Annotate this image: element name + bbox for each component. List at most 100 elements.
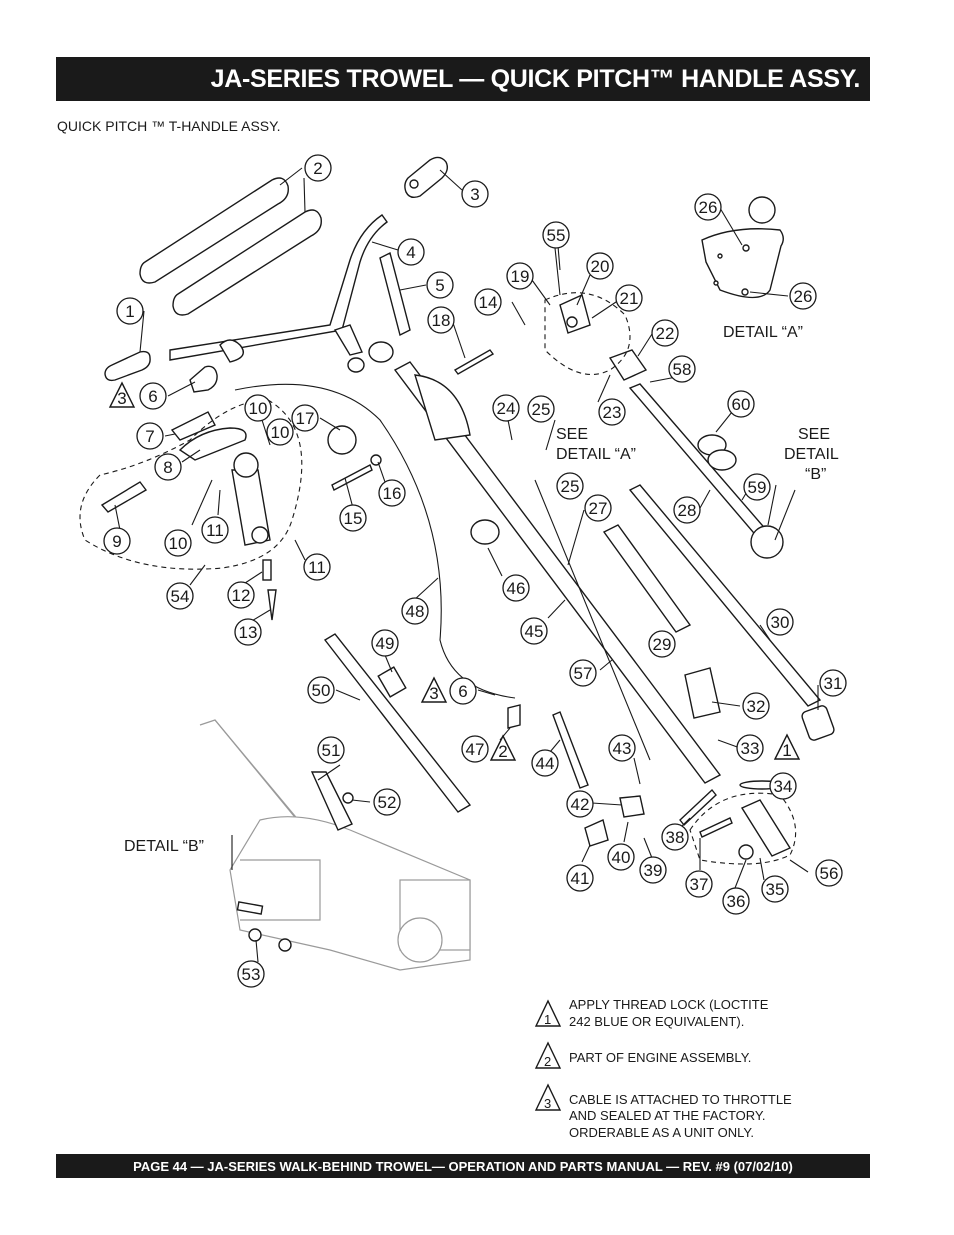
callout-47: 47 xyxy=(461,735,489,763)
callout-circle xyxy=(234,618,262,646)
callout-43: 43 xyxy=(608,734,636,762)
callout-51: 51 xyxy=(317,736,345,764)
note-2: 2 PART OF ENGINE ASSEMBLY. xyxy=(534,1041,751,1069)
callout-number: 55 xyxy=(547,226,566,245)
callout-circle xyxy=(722,887,750,915)
callout-circle xyxy=(766,608,794,636)
see-detail-a-line1: SEE xyxy=(556,426,588,443)
note-1-number: 1 xyxy=(544,1012,551,1027)
callout-59: 59 xyxy=(743,473,771,501)
callout-number: 25 xyxy=(561,477,580,496)
callout-37: 37 xyxy=(685,870,713,898)
callout-circle xyxy=(291,404,319,432)
callout-36: 36 xyxy=(722,887,750,915)
callout-circle xyxy=(227,581,255,609)
callout-number: 7 xyxy=(145,427,154,446)
callout-number: 20 xyxy=(591,257,610,276)
callout-number: 23 xyxy=(603,403,622,422)
callout-circle xyxy=(566,790,594,818)
leader-lines xyxy=(114,167,819,963)
note-3-line1: CABLE IS ATTACHED TO THROTTLE xyxy=(569,1092,792,1107)
callout-number: 45 xyxy=(525,622,544,641)
detail-a-label: DETAIL “A” xyxy=(723,324,803,341)
callout-number: 9 xyxy=(112,532,121,551)
callout-circle xyxy=(566,864,594,892)
callout-26: 26 xyxy=(789,282,817,310)
callout-number: 18 xyxy=(432,311,451,330)
callout-number: 54 xyxy=(171,587,190,606)
page-title-bar: JA-SERIES TROWEL — QUICK PITCH™ HANDLE A… xyxy=(56,57,870,101)
callout-number: 1 xyxy=(125,302,134,321)
callout-9: 9 xyxy=(103,527,131,555)
callout-circle xyxy=(736,734,764,762)
callout-circle xyxy=(531,749,559,777)
part-drawings xyxy=(100,156,835,971)
dashed-boundaries xyxy=(79,292,797,865)
see-detail-b-line1: SEE xyxy=(798,426,830,443)
callout-circle xyxy=(668,355,696,383)
callout-42: 42 xyxy=(566,790,594,818)
callout-32: 32 xyxy=(742,692,770,720)
note-3-number: 3 xyxy=(544,1096,551,1111)
callout-40: 40 xyxy=(607,843,635,871)
note-flag-triangle xyxy=(420,676,448,703)
callout-number: 19 xyxy=(511,267,530,286)
callout-number: 10 xyxy=(271,423,290,442)
callout-1: 1 xyxy=(116,297,144,325)
callout-circle xyxy=(339,504,367,532)
note-flag-2: 2 xyxy=(489,734,517,761)
note-3: 3 CABLE IS ATTACHED TO THROTTLE AND SEAL… xyxy=(534,1083,792,1140)
callout-27: 27 xyxy=(584,494,612,522)
callout-circle xyxy=(103,527,131,555)
callout-circle xyxy=(789,282,817,310)
callout-23: 23 xyxy=(598,398,626,426)
callout-16: 16 xyxy=(378,479,406,507)
callout-number: 56 xyxy=(820,864,839,883)
callout-number: 31 xyxy=(824,674,843,693)
note-flag-number: 2 xyxy=(498,742,507,761)
callout-group: 1234567891010101111121314151617181920212… xyxy=(103,154,847,988)
note-flag-number: 1 xyxy=(782,741,791,760)
note-2-line1: PART OF ENGINE ASSEMBLY. xyxy=(569,1050,751,1065)
callout-20: 20 xyxy=(586,252,614,280)
callout-circle xyxy=(373,788,401,816)
callout-39: 39 xyxy=(639,856,667,884)
see-detail-a-line2: DETAIL “A” xyxy=(556,446,636,463)
callout-number: 13 xyxy=(239,623,258,642)
callout-18: 18 xyxy=(427,306,455,334)
callout-48: 48 xyxy=(401,597,429,625)
callout-5: 5 xyxy=(426,271,454,299)
callout-circle xyxy=(743,473,771,501)
callout-11: 11 xyxy=(201,516,229,544)
detail-b-label: DETAIL “B” xyxy=(124,838,204,855)
callout-50: 50 xyxy=(307,676,335,704)
callout-circle xyxy=(527,395,555,423)
note-2-number: 2 xyxy=(544,1054,551,1069)
callout-number: 16 xyxy=(383,484,402,503)
callout-number: 47 xyxy=(466,740,485,759)
callout-circle xyxy=(426,271,454,299)
callout-25: 25 xyxy=(527,395,555,423)
callout-circle xyxy=(201,516,229,544)
callout-31: 31 xyxy=(819,669,847,697)
callout-15: 15 xyxy=(339,504,367,532)
callout-circle xyxy=(742,692,770,720)
callout-circle xyxy=(449,677,477,705)
callout-38: 38 xyxy=(661,823,689,851)
callout-number: 6 xyxy=(458,682,467,701)
callout-circle xyxy=(694,193,722,221)
callout-19: 19 xyxy=(506,262,534,290)
callout-circle xyxy=(639,856,667,884)
callout-circle xyxy=(569,659,597,687)
callout-34: 34 xyxy=(769,772,797,800)
callout-45: 45 xyxy=(520,617,548,645)
callout-circle xyxy=(727,390,755,418)
callout-circle xyxy=(237,960,265,988)
callout-49: 49 xyxy=(371,629,399,657)
callout-circle xyxy=(164,529,192,557)
callout-number: 59 xyxy=(748,478,767,497)
note-flag-3: 3 xyxy=(108,381,136,408)
callout-number: 2 xyxy=(313,159,322,178)
callout-circle xyxy=(397,238,425,266)
callout-circle xyxy=(461,735,489,763)
